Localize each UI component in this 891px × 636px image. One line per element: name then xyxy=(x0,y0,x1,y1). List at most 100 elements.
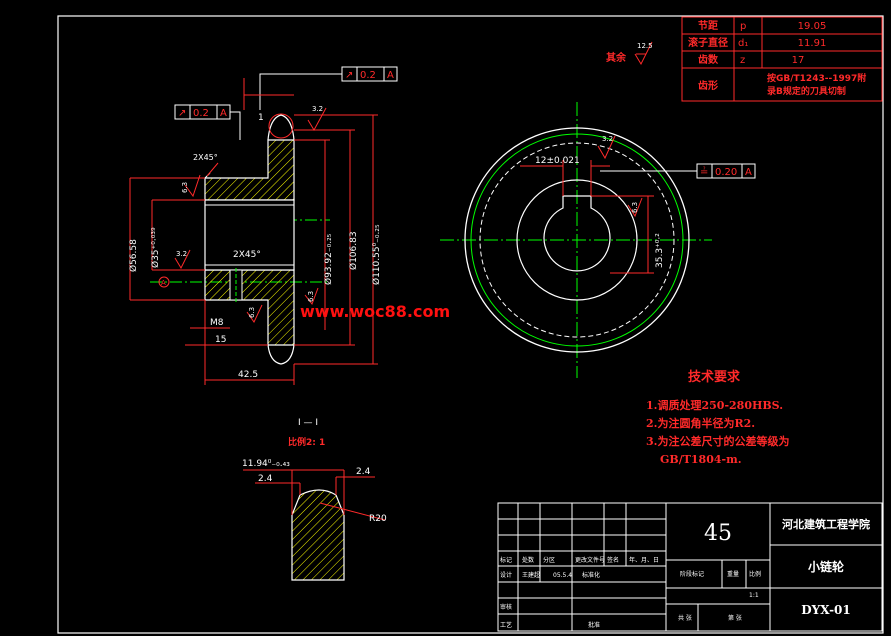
svg-text:其余: 其余 xyxy=(606,51,627,64)
pitch-circle xyxy=(470,133,684,347)
tb-r-date: 05.5.4 xyxy=(553,572,572,579)
param-name-roller: 滚子直径 xyxy=(688,36,728,49)
detail-dim-width: 11.94⁰₋₀.₄₃ xyxy=(242,459,290,469)
tech-requirements: 技术要求 1.调质处理250-280HBS. 2.为注圆角半径为R2. 3.为注… xyxy=(646,369,789,466)
svg-text:12.5: 12.5 xyxy=(637,42,653,50)
svg-text:0.2: 0.2 xyxy=(360,70,376,81)
dim-15: 15 xyxy=(215,335,226,345)
rough-left: 6.3 xyxy=(181,174,201,198)
param-value-pitch: 19.05 xyxy=(798,21,827,32)
param-sym-teeth: z xyxy=(740,55,745,66)
section-view: 1 ↗ 0.2 A ↗ 0.2 A 3.2 2 xyxy=(128,66,398,385)
tech-req-item-4: GB/T1804-m. xyxy=(660,453,742,466)
tb-scale-h: 比例 xyxy=(749,570,761,578)
tb-r-designer: 王建超 xyxy=(522,571,540,579)
rough-top: 3.2 xyxy=(307,105,327,132)
tb-h-zone: 分区 xyxy=(543,556,555,564)
tb-sheets: 共 张 xyxy=(678,614,692,622)
dim-root2: Ø106.83 xyxy=(348,231,359,270)
dim-root: Ø93.92₋₀.₂₅ xyxy=(323,233,334,285)
tol-frame-left: ↗ 0.2 A xyxy=(174,104,241,140)
datum-a: A xyxy=(158,276,170,288)
svg-text:3.2: 3.2 xyxy=(176,250,187,258)
drawing-frame xyxy=(57,15,884,634)
tb-drawing-no: DYX-01 xyxy=(801,603,851,617)
detail-label: I — I xyxy=(298,418,318,428)
root-circle xyxy=(479,142,675,338)
hub-circle xyxy=(516,179,638,301)
tol-frame-top: ↗ 0.2 A xyxy=(259,66,398,110)
dim-key-depth: 35.3⁺⁰·² xyxy=(655,233,665,268)
svg-text:6.3: 6.3 xyxy=(631,202,639,213)
tb-school: 河北建筑工程学院 xyxy=(782,517,870,531)
front-rough: 3.2 xyxy=(597,135,616,160)
tb-r-process: 工艺 xyxy=(500,621,512,629)
param-value-teeth: 17 xyxy=(792,55,805,66)
dim-outer: Ø110.55⁰₋₀.₂₅ xyxy=(371,224,382,285)
svg-text:6.3: 6.3 xyxy=(248,307,256,318)
tb-h-change: 更改文件号 xyxy=(575,556,605,564)
tb-material: 45 xyxy=(704,521,732,546)
chamfer-top: 2X45° xyxy=(193,153,218,162)
tech-req-item-2: 2.为注圆角半径为R2. xyxy=(646,416,755,430)
svg-text:0.2: 0.2 xyxy=(193,108,209,119)
svg-text:↗: ↗ xyxy=(345,70,353,81)
svg-text:A: A xyxy=(161,279,166,287)
section-bore xyxy=(204,199,295,271)
svg-text:6.3: 6.3 xyxy=(307,291,315,302)
tb-scale-v: 1:1 xyxy=(749,592,759,599)
detail-tooth xyxy=(291,489,345,581)
front-view: 3.2 12±0.021 35.3⁺⁰·² 6.3 ≟ 0.20 A xyxy=(440,102,756,378)
param-table xyxy=(681,16,883,102)
param-value-toothform-line2: 录B规定的刀具切制 xyxy=(767,85,846,97)
param-value-toothform-line1: 按GB/T1243--1997附 xyxy=(767,72,866,84)
sprocket-outer-circle xyxy=(464,127,690,353)
param-name-teeth: 齿数 xyxy=(698,53,719,66)
svg-text:≟: ≟ xyxy=(700,166,708,178)
tb-r-std: 标准化 xyxy=(582,571,600,579)
param-sym-pitch: p xyxy=(740,21,746,32)
front-rough-key: 6.3 xyxy=(627,197,643,218)
param-name-toothform: 齿形 xyxy=(698,79,718,92)
tb-stage: 阶段标记 xyxy=(680,570,704,578)
dim-key-width: 12±0.021 xyxy=(535,156,580,166)
svg-text:3.2: 3.2 xyxy=(312,105,323,113)
param-sym-roller: d₁ xyxy=(738,38,748,49)
rough-right: 6.3 xyxy=(304,287,319,306)
detail-scale: 比例2: 1 xyxy=(288,436,325,448)
dim-m8: M8 xyxy=(210,318,224,328)
svg-text:A: A xyxy=(387,70,394,81)
title-block xyxy=(497,502,883,632)
tb-h-count: 处数 xyxy=(522,556,534,564)
svg-text:6.3: 6.3 xyxy=(181,182,189,193)
dim-42-5: 42.5 xyxy=(238,370,258,380)
front-tol-frame: ≟ 0.20 A xyxy=(600,163,756,179)
watermark-url: www.woc88.com xyxy=(300,302,450,321)
detail-dim-left: 2.4 xyxy=(258,474,273,484)
tb-r-review: 审核 xyxy=(500,603,512,611)
detail-dim-radius: R20 xyxy=(369,514,387,524)
detail-dim-right: 2.4 xyxy=(356,467,371,477)
tb-part-name: 小链轮 xyxy=(808,559,845,574)
svg-text:↗: ↗ xyxy=(178,108,186,119)
tb-sheet: 第 张 xyxy=(728,614,742,622)
svg-text:0.20: 0.20 xyxy=(715,167,737,178)
section-hub-upper xyxy=(204,139,295,201)
svg-text:A: A xyxy=(745,167,752,178)
param-name-pitch: 节距 xyxy=(698,19,718,32)
detail-mark: 1 xyxy=(258,113,264,123)
tech-req-item-3: 3.为注公差尺寸的公差等级为 xyxy=(646,434,789,448)
dim-hub: Ø56.58 xyxy=(128,239,139,272)
tb-h-date: 年、月、日 xyxy=(629,556,659,564)
tb-r-design: 设计 xyxy=(500,571,512,579)
param-value-roller: 11.91 xyxy=(798,38,827,49)
surface-rest-roughness: 其余 12.5 xyxy=(606,41,653,66)
tech-req-item-1: 1.调质处理250-280HBS. xyxy=(646,398,783,412)
tb-h-sign: 签名 xyxy=(607,556,619,564)
chamfer-bore: 2X45° xyxy=(233,250,261,260)
rough-bore: 3.2 xyxy=(174,249,191,270)
svg-text:3.2: 3.2 xyxy=(602,135,613,143)
tech-req-title: 技术要求 xyxy=(688,369,741,385)
bore-keyway xyxy=(543,195,611,272)
